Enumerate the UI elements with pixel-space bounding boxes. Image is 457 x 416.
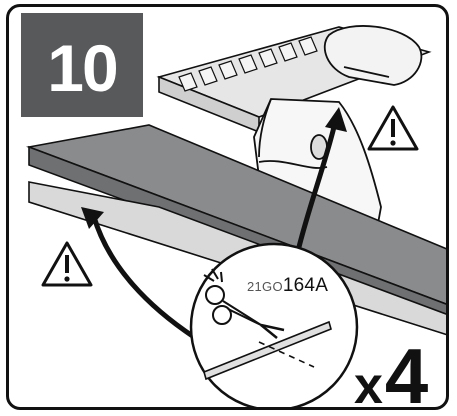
scissors-icon: [203, 268, 285, 339]
part-code-main: 164A: [282, 275, 329, 296]
detail-circle: [189, 242, 359, 407]
step-number-badge: 10: [21, 13, 143, 117]
part-code-label: 21GO164A: [247, 275, 328, 297]
instruction-panel: 10 21GO164A x4: [6, 4, 449, 410]
bar-end-cap: [323, 25, 423, 86]
quantity-count: 4: [384, 332, 429, 410]
arrows: [91, 126, 337, 340]
quantity-label: x4: [354, 337, 428, 410]
illustration: [26, 25, 446, 407]
warning-triangle-icon: [367, 105, 419, 151]
step-number: 10: [47, 31, 118, 105]
part-code-prefix: 21GO: [247, 279, 283, 294]
quantity-multiplier: x: [354, 357, 383, 410]
warning-triangle-icon: [41, 241, 93, 287]
arrow-head-right: [325, 107, 347, 132]
arrow-head-left: [81, 207, 104, 229]
